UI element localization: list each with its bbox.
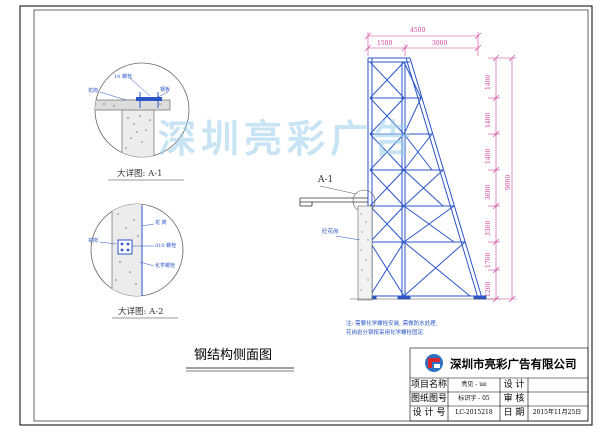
detail-a1 bbox=[94, 62, 190, 181]
tb-row1-value1: 亮见 - ue bbox=[461, 381, 487, 388]
tb-row3-value1: LC-2015218 bbox=[455, 409, 493, 416]
a2-mid-label: d10 螺栓 bbox=[155, 243, 177, 249]
dim-vertical-2: 1400 bbox=[485, 112, 492, 128]
detail-a2 bbox=[90, 203, 184, 319]
callout-a1-label: A-1 bbox=[318, 175, 334, 185]
tb-row1-label2: 设 计 bbox=[503, 380, 525, 390]
inner-frame bbox=[33, 9, 589, 422]
dim-top-left: 1500 bbox=[377, 40, 393, 47]
dim-top-right: 3000 bbox=[432, 40, 448, 47]
cantilever-arm bbox=[299, 197, 368, 207]
tb-row3-label1: 设 计 号 bbox=[412, 408, 446, 418]
tb-row3-value2: 2015年11月25日 bbox=[532, 409, 582, 416]
dim-vertical-7: 1200 bbox=[485, 281, 492, 297]
a1-left-label: 花岗 bbox=[88, 88, 99, 94]
a2-top-label: 花 岗 bbox=[155, 220, 167, 226]
tb-row3-label2: 日 期 bbox=[503, 408, 525, 418]
dim-top-total: 4500 bbox=[410, 27, 426, 34]
company-name: 深圳市亮彩广告有限公司 bbox=[450, 357, 577, 371]
dim-vertical-6: 1700 bbox=[485, 252, 492, 268]
dim-vertical-total: 9000 bbox=[505, 174, 512, 190]
a1-plate-label: 钢板 bbox=[160, 87, 171, 93]
tb-row2-label2: 审 核 bbox=[503, 394, 525, 404]
dim-vertical-5: 3300 bbox=[485, 220, 492, 236]
dim-vertical-3: 1400 bbox=[485, 148, 492, 164]
watermark: 深圳亮彩广告 bbox=[158, 117, 417, 161]
note-line-2: 花岗岩分钢按采用化学螺栓固定. bbox=[346, 330, 425, 336]
outer-frame bbox=[19, 5, 593, 426]
company-logo-icon bbox=[425, 354, 443, 372]
detail-a1-label: 大详图: A-1 bbox=[117, 169, 163, 179]
a2-bot-label: 化学螺栓 bbox=[155, 263, 176, 269]
wall-label: 砼花岗 bbox=[322, 229, 339, 235]
tb-row1-label1: 项目名称 bbox=[410, 380, 447, 390]
detail-a2-label: 大详图: A-2 bbox=[118, 307, 164, 317]
dim-vertical-4: 3600 bbox=[485, 184, 492, 200]
concrete-wall bbox=[335, 205, 373, 301]
tb-row2-label1: 图纸图号 bbox=[410, 394, 447, 404]
tb-row2-value1: 标识字 - 05 bbox=[458, 395, 490, 402]
dimension-lines bbox=[364, 32, 516, 303]
note-line-1: 注: 需要化学螺栓安装, 需做防水处理, bbox=[346, 321, 438, 327]
title-block-grid bbox=[409, 347, 589, 422]
bolt-symbol-icon bbox=[117, 239, 133, 255]
dim-vertical-1: 1400 bbox=[485, 74, 492, 90]
steel-structure bbox=[363, 57, 487, 300]
a1-bolt-label: 10 螺栓 bbox=[114, 74, 132, 80]
a2-left-label: 花岗 bbox=[88, 238, 99, 244]
drawing-title: 钢结构侧面图 bbox=[194, 348, 273, 363]
